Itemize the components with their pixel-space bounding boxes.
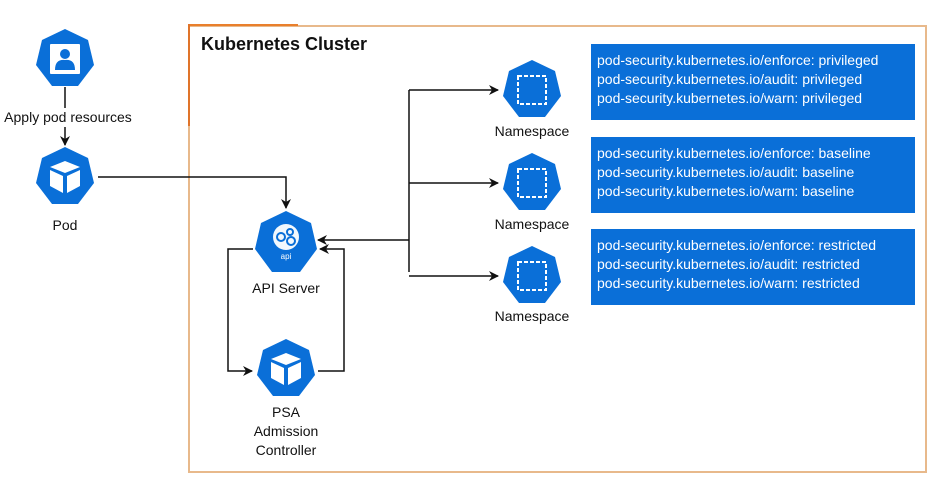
edge-pod-to-api (98, 176, 291, 209)
edge-psa-to-api (318, 244, 345, 372)
user-icon (36, 29, 94, 86)
policy-line: pod-security.kubernetes.io/audit: restri… (597, 256, 860, 272)
cluster-frame-accent (188, 24, 298, 26)
psa-label-line: Controller (255, 442, 317, 458)
psa-label: PSA Admission Controller (246, 403, 326, 460)
policy-line: pod-security.kubernetes.io/warn: baselin… (597, 183, 855, 199)
policy-line: pod-security.kubernetes.io/enforce: base… (597, 145, 871, 161)
pod-label: Pod (52, 217, 78, 233)
namespace-label: Namespace (494, 216, 570, 232)
policy-line: pod-security.kubernetes.io/warn: privile… (597, 90, 863, 106)
policy-line: pod-security.kubernetes.io/warn: restric… (597, 275, 860, 291)
cluster-frame (188, 25, 927, 473)
namespace-icon (503, 246, 561, 303)
pod-cube-icon (36, 147, 94, 204)
cluster-title: Kubernetes Cluster (201, 34, 368, 54)
edge-api-to-psa (227, 248, 253, 376)
psa-cube-icon (257, 339, 315, 396)
api-server-label: API Server (252, 280, 320, 296)
api-server-gears-icon: api (255, 211, 317, 272)
policy-line: pod-security.kubernetes.io/enforce: rest… (597, 237, 877, 253)
policy-box-privileged: pod-security.kubernetes.io/enforce: priv… (591, 44, 915, 120)
psa-label-line: Admission (253, 423, 319, 439)
psa-label-line: PSA (271, 404, 300, 420)
namespace-label: Namespace (494, 308, 570, 324)
policy-box-baseline: pod-security.kubernetes.io/enforce: base… (591, 137, 915, 213)
policy-line: pod-security.kubernetes.io/audit: privil… (597, 71, 863, 87)
api-icon-text: api (281, 252, 292, 261)
policy-line: pod-security.kubernetes.io/audit: baseli… (597, 164, 855, 180)
policy-box-restricted: pod-security.kubernetes.io/enforce: rest… (591, 229, 915, 305)
namespace-label: Namespace (494, 123, 570, 139)
namespace-icon (503, 153, 561, 210)
cluster-frame-accent (188, 24, 190, 126)
apply-pod-resources-label: Apply pod resources (2, 108, 134, 127)
policy-line: pod-security.kubernetes.io/enforce: priv… (597, 52, 879, 68)
namespace-icon (503, 60, 561, 117)
